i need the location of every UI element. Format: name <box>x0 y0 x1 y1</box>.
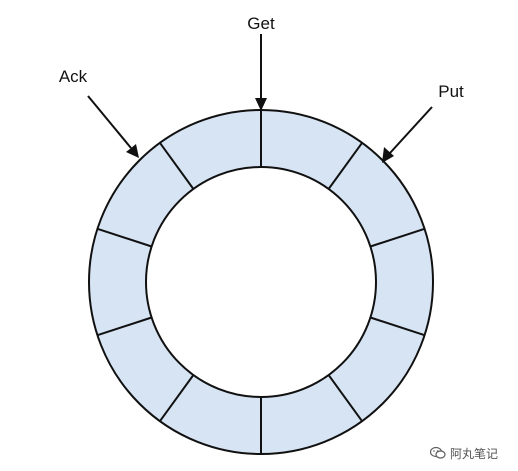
slot-divider <box>97 227 152 248</box>
watermark-text: 阿丸笔记 <box>450 446 499 461</box>
put-arrow-line <box>389 106 433 154</box>
ack-label: Ack <box>59 67 88 86</box>
slot-dividers <box>97 110 425 454</box>
wechat-bubble-icon <box>430 446 446 459</box>
slot-divider <box>159 142 195 190</box>
get-arrow-head <box>255 98 267 111</box>
slot-divider <box>370 316 425 337</box>
put-pointer: Put <box>382 82 464 163</box>
slot-divider <box>327 374 363 422</box>
ack-arrow-line <box>87 95 132 149</box>
watermark: 阿丸笔记 <box>430 444 498 462</box>
ring-inner-circle <box>145 166 377 398</box>
slot-divider <box>159 374 195 422</box>
slot-divider <box>97 316 152 337</box>
slot-divider <box>370 227 425 248</box>
put-label: Put <box>438 82 464 101</box>
ack-pointer: Ack <box>59 67 139 158</box>
ack-arrow-head <box>126 144 139 158</box>
get-pointer: Get <box>247 14 275 111</box>
put-arrow-head <box>382 147 394 163</box>
get-label: Get <box>247 14 275 33</box>
slot-divider <box>327 142 363 190</box>
